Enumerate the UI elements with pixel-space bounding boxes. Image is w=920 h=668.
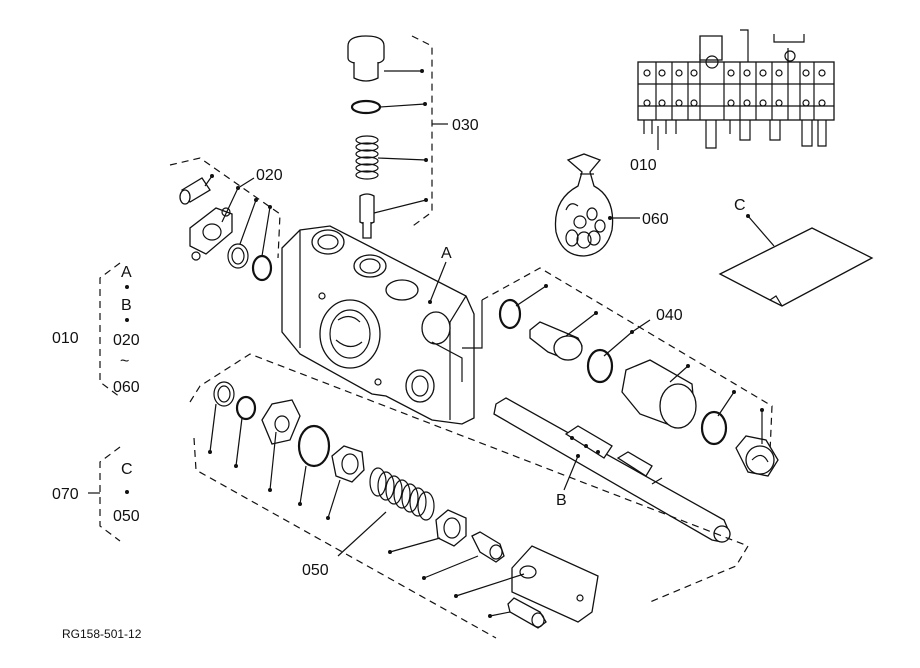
figure-id: RG158-501-12	[62, 627, 142, 641]
relief-spring	[355, 135, 379, 180]
callout-060: 060	[642, 211, 669, 228]
legend-010-item-a: A	[121, 264, 132, 281]
callout-c: C	[734, 197, 746, 214]
legend-010-item-b: B	[121, 297, 132, 314]
valve-body-a: A	[281, 225, 475, 425]
instruction-sheet-c: C	[718, 197, 874, 307]
legend-010-item-060: 060	[113, 379, 140, 396]
legend-010-item-tilde: ~	[120, 353, 129, 370]
callout-030: 030	[452, 117, 479, 134]
seal-kit-bag-060: 060	[554, 153, 669, 257]
legend-070-item-c: C	[121, 461, 133, 478]
callout-010-top: 010	[630, 157, 657, 174]
detent-assembly-050: 050	[189, 353, 749, 639]
relief-plug-assembly: 030	[347, 35, 479, 239]
callout-050: 050	[302, 562, 329, 579]
legend-070-item-050: 050	[113, 508, 140, 525]
valve-bank-010: 010	[630, 29, 835, 174]
callout-020: 020	[256, 167, 283, 184]
valve-bank-ports	[643, 69, 826, 107]
legend-010-number: 010	[52, 330, 79, 347]
flange-assembly-020: 020	[169, 157, 283, 282]
detent-spring	[369, 467, 435, 521]
callout-b: B	[556, 492, 567, 509]
legend-070: 070 C 050	[52, 446, 140, 542]
legend-010: 010 A B 020 ~ 060	[52, 262, 140, 398]
legend-010-item-020: 020	[113, 332, 140, 349]
spool-cap-assembly-040: 040	[462, 267, 779, 477]
spool-b: B	[493, 397, 731, 543]
callout-040: 040	[656, 307, 683, 324]
legend-070-number: 070	[52, 486, 79, 503]
callout-a: A	[441, 245, 452, 262]
